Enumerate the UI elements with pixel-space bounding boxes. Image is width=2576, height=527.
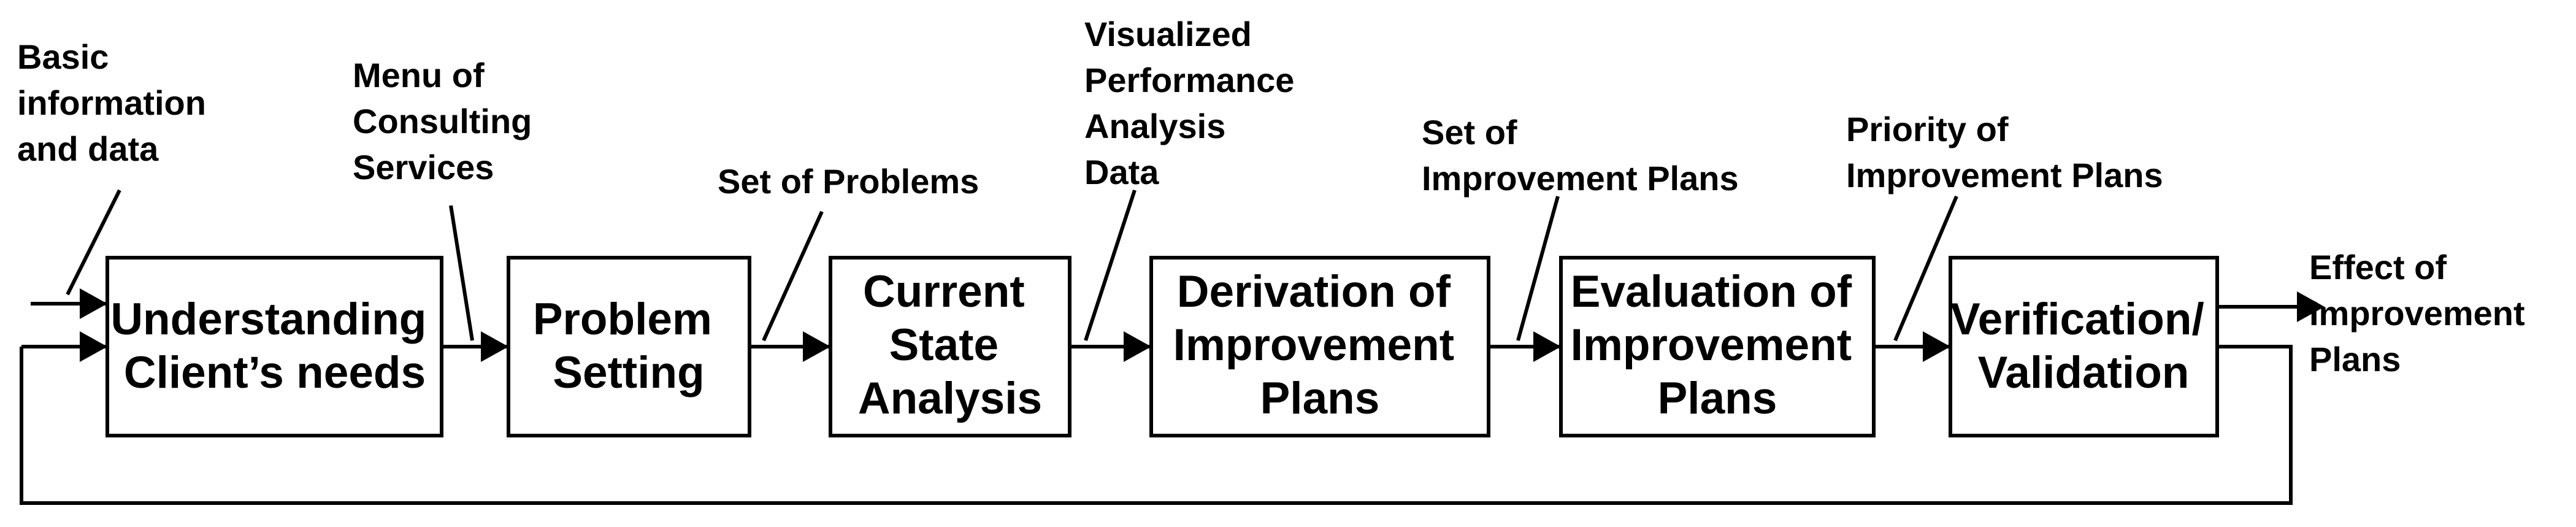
input-arrowhead-bottom — [80, 331, 107, 362]
connector-4-head — [1533, 331, 1561, 362]
annotation-effect-improvement: Effect of Improvement Plans — [2309, 248, 2534, 379]
annotation-set-improvement: Set of Improvement Plans — [1422, 113, 1739, 198]
annotation-set-problems: Set of Problems — [718, 162, 979, 201]
connector-3-head — [1124, 331, 1151, 362]
leader-set-problems — [762, 210, 824, 342]
output-arrowhead — [2297, 291, 2325, 322]
box-label-current-state: Current State Analysis — [858, 267, 1042, 423]
connector-5-head — [1923, 331, 1950, 362]
box-derivation — [1149, 256, 1490, 437]
box-evaluation — [1559, 256, 1876, 437]
annotation-priority-improvement: Priority of Improvement Plans — [1846, 110, 2163, 194]
connector-1-head — [481, 331, 508, 362]
leader-visualized-data — [1084, 190, 1137, 341]
feedback-loop-line — [20, 345, 2293, 505]
box-label-derivation: Derivation of Improvement Plans — [1173, 267, 1467, 423]
box-label-evaluation: Evaluation of Improvement Plans — [1571, 267, 1865, 423]
box-label-problem-setting: Problem Setting — [533, 294, 724, 398]
annotation-menu-consulting: Menu of Consulting Services — [353, 56, 542, 187]
leader-priority-improvement — [1893, 195, 1958, 342]
box-label-understanding: Understanding Client’s needs — [110, 294, 439, 398]
box-label-verification: Verification/ Validation — [1950, 294, 2217, 398]
leader-basic-info — [66, 189, 121, 296]
annotation-visualized-data: Visualized Performance Analysis Data — [1084, 15, 1304, 191]
connector-2-head — [803, 331, 830, 362]
input-arrowhead-top — [80, 288, 107, 319]
box-understanding — [105, 256, 443, 437]
box-verification — [1949, 256, 2219, 437]
annotation-basic-info: Basic information and data — [17, 37, 216, 168]
leader-set-improvement — [1516, 196, 1560, 341]
box-problem-setting — [507, 256, 751, 437]
leader-menu-consulting — [449, 205, 474, 341]
box-current-state — [829, 256, 1071, 437]
